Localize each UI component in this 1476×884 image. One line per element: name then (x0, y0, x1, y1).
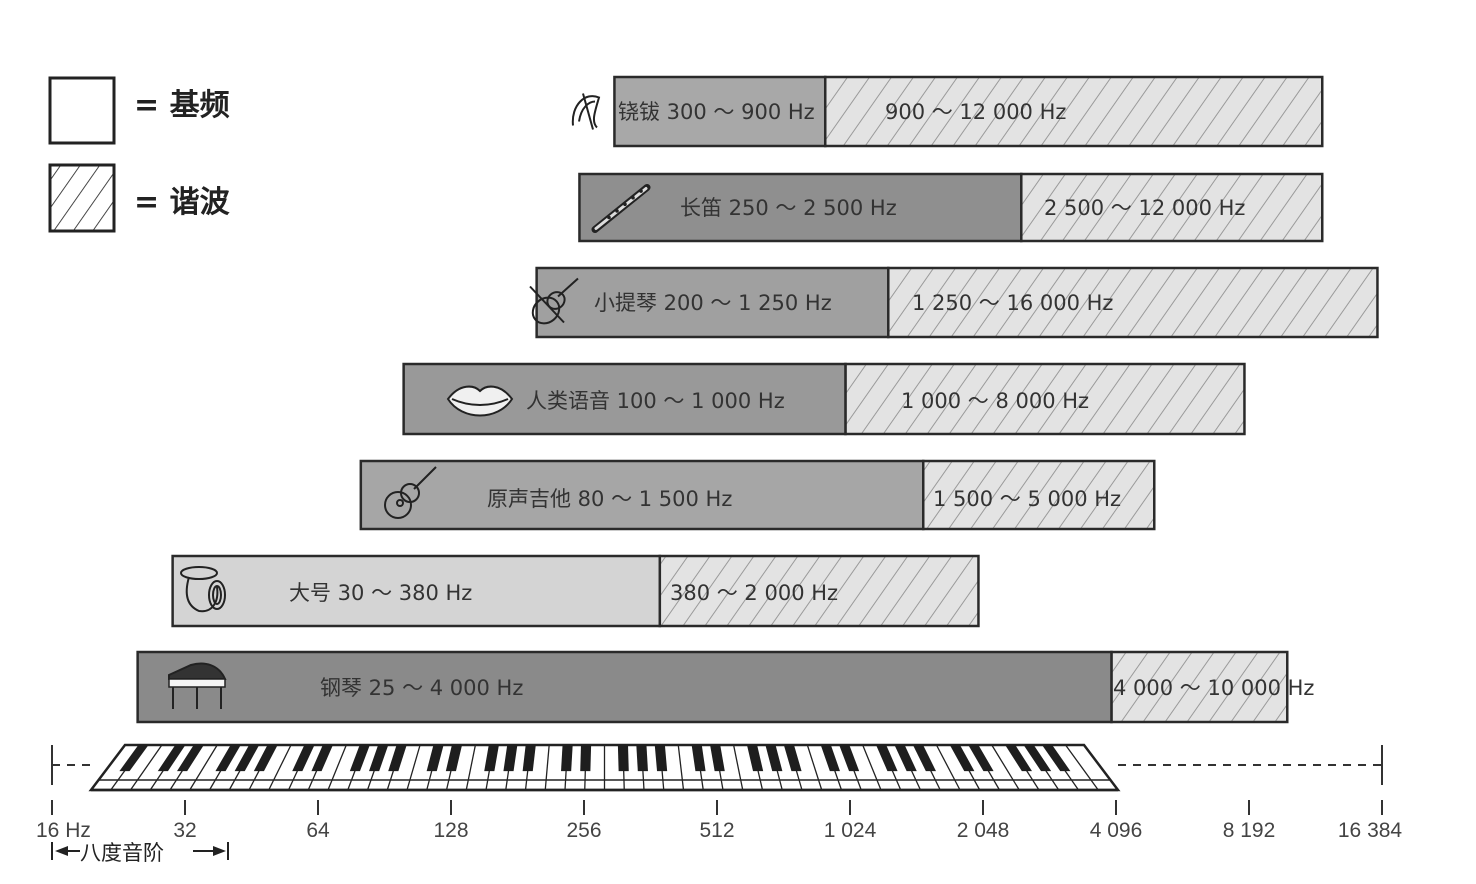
tick-label: 2 048 (957, 819, 1010, 842)
legend-harmonic-swatch (48, 163, 116, 233)
fundamental-segment-violin (535, 266, 890, 339)
bar-flute: 长笛 250 ～ 2 500 Hz 2 500 ～ 12 000 Hz (578, 172, 1324, 243)
harmonic-segment-cymbal (823, 75, 1324, 148)
fundamental-label-tuba: 大号 30 ～ 380 Hz (289, 581, 472, 605)
tick-label: 32 (173, 819, 196, 842)
harmonic-segment-flute (1020, 172, 1324, 243)
fundamental-label-flute: 长笛 250 ～ 2 500 Hz (680, 196, 897, 220)
harmonic-label-tuba: 380 ～ 2 000 Hz (670, 581, 838, 605)
guitar-icon (384, 466, 437, 519)
frequency-axis: 16 Hz 32 64 128 256 512 1 024 2 048 4 096 8 192 16… (36, 743, 1402, 842)
instrument-bars: 铙钹 300 ～ 900 Hz 900 ～ 12 000 Hz 长笛 250 ～ 2… (136, 75, 1379, 724)
harmonic-label-cymbal: 900 ～ 12 000 Hz (885, 100, 1066, 124)
lips-icon (446, 385, 514, 417)
bar-voice: 人类语音 100 ～ 1 000 Hz 1 000 ～ 8 000 Hz (402, 362, 1246, 436)
fundamental-segment-piano (136, 650, 1113, 724)
axis-ticks: 16 Hz 32 64 128 256 512 1 024 2 048 4 096 8 192 16… (36, 800, 1402, 842)
fundamental-label-voice: 人类语音 100 ～ 1 000 Hz (526, 389, 785, 413)
fundamental-label-guitar: 原声吉他 80 ～ 1 500 Hz (487, 487, 732, 511)
tuba-icon (180, 566, 226, 613)
octave-right-arrow (213, 846, 226, 856)
octave-left-arrow (55, 846, 68, 856)
bar-guitar: 原声吉他 80 ～ 1 500 Hz 1 500 ～ 5 000 Hz (359, 459, 1156, 531)
tick-label: 1 024 (824, 819, 877, 842)
harmonic-segment-violin (887, 266, 1379, 339)
bar-violin: 小提琴 200 ～ 1 250 Hz 1 250 ～ 16 000 Hz (529, 266, 1379, 339)
bar-piano: 钢琴 25 ～ 4 000 Hz 4 000 ～ 10 000 Hz (136, 650, 1314, 724)
tick-label: 128 (433, 819, 468, 842)
harmonic-segment-voice (844, 362, 1246, 436)
harmonic-segment-piano (1110, 650, 1289, 724)
legend-harmonic-label: = 谐波 (134, 185, 231, 220)
piano-icon (168, 662, 227, 709)
tick-label: 16 Hz (36, 819, 91, 842)
cymbal-icon (571, 93, 601, 130)
violin-icon (529, 277, 579, 325)
fundamental-segment-cymbal (613, 75, 827, 148)
legend: = 基频 = 谐波 (48, 76, 231, 233)
harmonic-label-flute: 2 500 ～ 12 000 Hz (1044, 196, 1245, 220)
fundamental-label-piano: 钢琴 25 ～ 4 000 Hz (320, 676, 523, 700)
bar-tuba: 大号 30 ～ 380 Hz 380 ～ 2 000 Hz (171, 554, 980, 628)
fundamental-segment-tuba (171, 554, 662, 628)
octave-indicator: 八度音阶 (51, 841, 229, 865)
harmonic-label-voice: 1 000 ～ 8 000 Hz (901, 389, 1089, 413)
octave-label: 八度音阶 (80, 841, 164, 865)
tick-label: 256 (566, 819, 601, 842)
piano-keyboard (88, 743, 1121, 792)
fundamental-segment-flute (578, 172, 1023, 243)
fundamental-label-cymbal: 铙钹 300 ～ 900 Hz (618, 100, 815, 124)
tick-label: 512 (699, 819, 734, 842)
bar-cymbal: 铙钹 300 ～ 900 Hz 900 ～ 12 000 Hz (571, 75, 1324, 148)
fundamental-label-violin: 小提琴 200 ～ 1 250 Hz (594, 291, 832, 315)
legend-fundamental-swatch (48, 76, 116, 145)
tick-label: 4 096 (1090, 819, 1143, 842)
harmonic-label-guitar: 1 500 ～ 5 000 Hz (933, 487, 1121, 511)
tick-label: 64 (306, 819, 330, 842)
harmonic-segment-guitar (921, 459, 1156, 531)
harmonic-label-piano: 4 000 ～ 10 000 Hz (1113, 676, 1314, 700)
legend-fundamental-label: = 基频 (134, 88, 230, 123)
tick-label: 8 192 (1223, 819, 1276, 842)
fundamental-segment-guitar (359, 459, 925, 531)
harmonic-label-violin: 1 250 ～ 16 000 Hz (912, 291, 1113, 315)
tick-label: 16 384 (1338, 819, 1403, 842)
flute-icon (591, 184, 651, 233)
